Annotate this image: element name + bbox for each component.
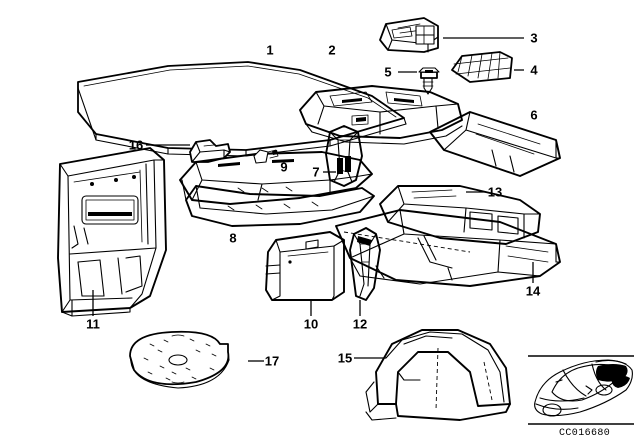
- callout-6: 6: [530, 107, 538, 123]
- callout-1: 1: [266, 42, 274, 58]
- callout-17: 17: [264, 353, 280, 369]
- callout-14: 14: [525, 283, 541, 299]
- part-16-bracket: [189, 139, 231, 163]
- callout-8: 8: [229, 230, 237, 246]
- part-2-rear-structure: [299, 85, 463, 145]
- part-13-rail-trim: [379, 185, 541, 245]
- callout-11: 11: [86, 316, 100, 332]
- callout-9: 9: [280, 159, 288, 175]
- part-9-clip: [253, 149, 279, 164]
- part-4-ribbed-pad: [451, 51, 513, 83]
- callout-4: 4: [530, 62, 538, 78]
- part-5-expanding-rivet: [418, 67, 440, 95]
- callout-leader-lines: [92, 37, 534, 362]
- part-14-rear-panel: [335, 209, 561, 287]
- diagram-code: CC016680: [559, 428, 611, 439]
- part-10-trim-panel: [265, 231, 345, 301]
- part-8-floor-panel: [179, 151, 375, 227]
- part-12-pillar-trim: [349, 227, 381, 301]
- callout-15: 15: [337, 350, 353, 366]
- callout-7: 7: [312, 164, 320, 180]
- part-17-round-cover: [129, 330, 230, 389]
- part-7-upright-bracket: [325, 125, 363, 187]
- part-15-wheel-arch-cover: [365, 329, 511, 421]
- callout-5: 5: [384, 64, 392, 80]
- vehicle-sketch: [534, 359, 633, 417]
- callout-2: 2: [328, 42, 336, 58]
- part-1-trunk-mat: [77, 61, 407, 157]
- callout-13: 13: [487, 184, 503, 200]
- callout-3: 3: [530, 30, 538, 46]
- callout-10: 10: [303, 316, 319, 332]
- callout-16: 16: [128, 137, 144, 153]
- callout-12: 12: [352, 316, 368, 332]
- part-3-bracket: [379, 17, 439, 53]
- vehicle-locator-thumbnail: [528, 355, 634, 425]
- part-6-side-rail: [429, 111, 561, 177]
- part-11-left-trim-panel: [57, 147, 167, 317]
